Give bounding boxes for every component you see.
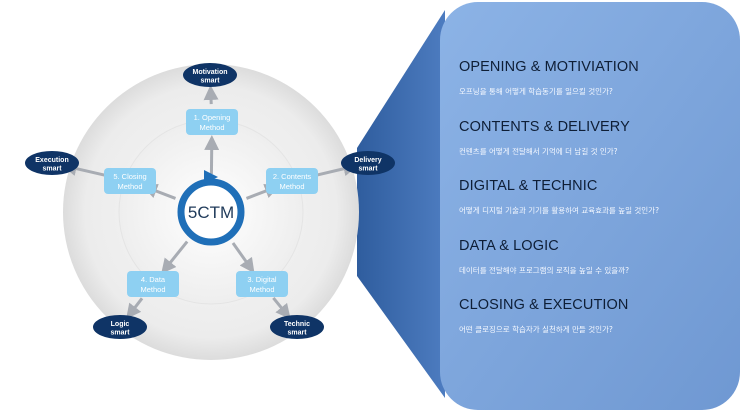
method-label-line2: Method: [249, 285, 274, 294]
smart-oval-execution: Execution smart: [25, 151, 79, 175]
panel-description: 데이터를 전달해야 프로그램의 로직을 높일 수 있을까?: [459, 265, 630, 275]
method-label-line2: Method: [199, 123, 224, 132]
panel-heading: DATA & LOGIC: [459, 237, 559, 254]
method-label-line1: 2. Contents: [273, 172, 312, 181]
method-label-line1: 5. Closing: [113, 172, 146, 181]
smart-label-line2: smart: [358, 166, 378, 173]
panel-description: 어떤 클로징으로 학습자가 실천하게 만들 것인가?: [459, 325, 613, 334]
smart-oval-motivation: Motivation smart: [183, 63, 237, 87]
panel-heading: DIGITAL & TECHNIC: [459, 178, 598, 194]
smart-label-line2: smart: [200, 78, 220, 85]
center-ring: [177, 178, 245, 246]
method-label-line2: Method: [140, 285, 165, 294]
smart-label-line1: Logic: [111, 321, 130, 328]
panel-item-digital: DIGITAL & TECHNIC 어떻게 디지털 기술과 기기를 활용하여 교…: [459, 177, 739, 237]
smart-label-line2: smart: [287, 330, 307, 337]
smart-label-line1: Delivery: [354, 157, 381, 164]
panel-list: OPENING & MOTIVIATION 오프닝을 통해 어떻게 학습동기를 …: [459, 58, 739, 356]
method-label-line2: Method: [279, 182, 304, 191]
method-label-line1: 1. Opening: [194, 113, 231, 122]
smart-label-line2: smart: [42, 166, 62, 173]
method-label-line2: Method: [117, 182, 142, 191]
arrow-center-to-digital: [231, 242, 255, 274]
arrow-digital-to-technic: [272, 297, 291, 320]
center-ring-arrow-icon: [204, 170, 218, 184]
panel-heading: OPENING & MOTIVIATION: [459, 59, 639, 75]
smarts-layer: MotivationsmartDeliverysmartTechnicsmart…: [25, 63, 395, 339]
callout-connector: [357, 10, 445, 398]
panel-description: 오프닝을 통해 어떻게 학습동기를 일으킬 것인가?: [459, 87, 613, 96]
smart-oval-technic: Technic smart: [270, 315, 324, 339]
panel-heading: CONTENTS & DELIVERY: [459, 118, 630, 135]
description-panel: [440, 2, 740, 410]
panel-description: 어떻게 디지털 기술과 기기를 활용하여 교육효과를 높일 것인가?: [459, 206, 660, 215]
panel-item-data: DATA & LOGIC 데이터를 전달해야 프로그램의 로직을 높일 수 있을…: [459, 237, 739, 297]
smart-label-line1: Technic: [284, 321, 310, 328]
smart-label-line2: smart: [110, 330, 130, 337]
panel-item-closing: CLOSING & EXECUTION 어떤 클로징으로 학습자가 실천하게 만…: [459, 296, 739, 356]
panel-item-opening: OPENING & MOTIVIATION 오프닝을 통해 어떻게 학습동기를 …: [459, 58, 739, 118]
smart-label-line1: Motivation: [193, 69, 228, 76]
arrow-data-to-logic: [126, 297, 144, 320]
panel-heading: CLOSING & EXECUTION: [459, 297, 629, 313]
center-layer: 5CTM: [177, 170, 245, 246]
panel-item-contents: CONTENTS & DELIVERY 컨텐츠를 어떻게 전달해서 기억에 더 …: [459, 118, 739, 178]
center-label: 5CTM: [188, 203, 234, 222]
arrow-opening-to-motivation: [203, 84, 219, 105]
method-label-line1: 4. Data: [141, 275, 166, 284]
smart-oval-delivery: Delivery smart: [341, 151, 395, 175]
method-label-line1: 3. Digital: [247, 275, 277, 284]
panel-description: 컨텐츠를 어떻게 전달해서 기억에 더 남길 것 인가?: [459, 146, 618, 156]
smart-oval-logic: Logic smart: [93, 315, 147, 339]
smart-label-line1: Execution: [35, 157, 68, 164]
arrow-center-to-data: [161, 240, 189, 274]
